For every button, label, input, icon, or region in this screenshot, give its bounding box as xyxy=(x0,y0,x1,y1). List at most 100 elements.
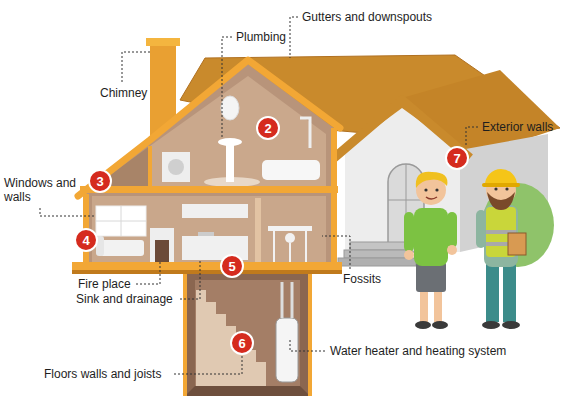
builder-figure xyxy=(494,187,497,190)
part-label: Exterior walls xyxy=(482,120,553,134)
leader-line xyxy=(40,17,478,374)
house-cutaway xyxy=(80,186,338,193)
homeowner-figure xyxy=(447,245,457,255)
basement xyxy=(185,274,310,396)
builder-figure xyxy=(502,321,520,329)
callout-number: 3 xyxy=(96,175,103,188)
house-cutaway xyxy=(285,233,295,243)
part-label: Gutters and downspouts xyxy=(302,10,432,24)
homeowner-figure xyxy=(416,262,446,292)
basement xyxy=(195,280,300,386)
homeowner-figure xyxy=(435,188,438,191)
builder-figure xyxy=(508,233,526,255)
homeowner-figure xyxy=(404,172,457,329)
callout-circle xyxy=(75,229,97,251)
homeowner-figure xyxy=(414,208,448,266)
callout-number: 7 xyxy=(453,152,460,165)
house-cutaway xyxy=(262,160,320,180)
builder-figure xyxy=(505,187,508,190)
house-cutaway xyxy=(305,231,307,262)
garage xyxy=(388,200,424,201)
callout-circle xyxy=(257,117,279,139)
house-cutaway xyxy=(72,60,342,274)
leader-line xyxy=(136,262,160,284)
homeowner-figure xyxy=(416,172,448,188)
homeowner-figure xyxy=(420,290,428,322)
house-cutaway xyxy=(162,152,190,182)
callout-number: 6 xyxy=(238,337,245,350)
house-cutaway xyxy=(96,221,146,222)
leader-line xyxy=(40,208,94,216)
homeowner-figure xyxy=(404,250,414,260)
homeowner-figure xyxy=(447,212,457,248)
part-label: Windows and walls xyxy=(4,176,84,204)
house-cutaway xyxy=(182,204,248,218)
builder-figure xyxy=(482,183,520,187)
callout-number: 5 xyxy=(228,260,235,273)
basement xyxy=(276,318,298,382)
house-cutaway xyxy=(150,76,326,188)
builder-figure xyxy=(485,169,517,185)
homeowner-figure xyxy=(415,321,431,329)
house-cutaway xyxy=(331,128,337,274)
leader-line xyxy=(174,356,242,374)
house-cutaway xyxy=(100,240,144,256)
house-cutaway xyxy=(221,96,239,120)
homeowner-figure xyxy=(426,197,437,199)
homeowner-figure xyxy=(432,321,448,329)
house-cutaway xyxy=(72,270,342,274)
leader-line xyxy=(180,260,200,299)
basement xyxy=(196,290,266,386)
part-label: Chimney xyxy=(100,86,147,100)
builder-figure xyxy=(486,262,499,322)
house-cutaway xyxy=(268,226,312,231)
callout-circle xyxy=(89,170,111,192)
house-cutaway xyxy=(92,146,150,188)
part-label: Sink and drainage xyxy=(76,292,173,306)
house-cutaway xyxy=(148,146,152,188)
callout-circle xyxy=(446,147,468,169)
garage xyxy=(344,250,412,258)
leader-line xyxy=(290,17,298,58)
basement xyxy=(291,282,294,318)
house-cutaway xyxy=(226,144,234,182)
builder-figure xyxy=(476,169,526,329)
part-label: Water heater and heating system xyxy=(330,344,506,358)
leader-line xyxy=(222,37,232,138)
leader-line xyxy=(466,127,478,145)
house-cutaway xyxy=(150,228,174,262)
leader-line xyxy=(322,236,350,269)
leader-line xyxy=(290,340,326,351)
garage xyxy=(350,242,408,250)
part-label: Fire place xyxy=(78,277,131,291)
homeowner-figure xyxy=(434,290,442,322)
part-label: Floors walls and joists xyxy=(44,367,161,381)
house-cutaway xyxy=(255,198,261,262)
callout-circle xyxy=(75,117,468,354)
leader-line xyxy=(122,52,150,82)
callout-number: 4 xyxy=(82,234,89,247)
builder-figure xyxy=(476,210,486,248)
builder-figure xyxy=(482,321,500,329)
homeowner-figure xyxy=(424,188,427,191)
house-cutaway xyxy=(289,243,291,262)
callout-number: 2 xyxy=(264,122,271,135)
callout-circle xyxy=(221,255,243,277)
house-cutaway xyxy=(300,118,310,148)
basement xyxy=(185,274,310,396)
builder-figure xyxy=(487,192,515,210)
basement xyxy=(308,274,312,396)
builder-figure xyxy=(503,262,516,322)
house-cutaway xyxy=(198,232,214,236)
house-cutaway xyxy=(78,60,340,196)
house-cutaway xyxy=(83,194,89,272)
house-cutaway xyxy=(96,206,146,236)
chimney xyxy=(146,38,180,46)
basement xyxy=(183,274,187,396)
callout-circle xyxy=(231,332,253,354)
part-label: Plumbing xyxy=(236,30,286,44)
basement xyxy=(185,386,310,396)
basement xyxy=(281,282,284,318)
homeowner-figure xyxy=(404,212,414,252)
